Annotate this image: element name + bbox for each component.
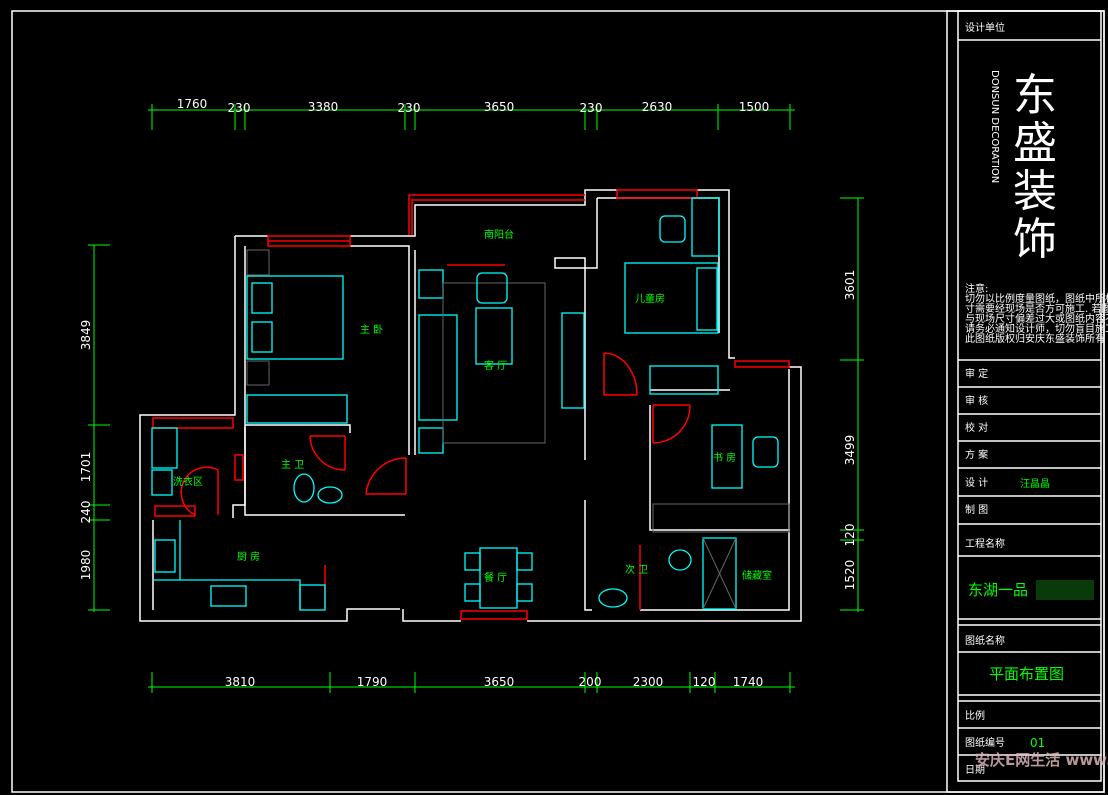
dim-top: 230 [228,101,251,115]
dim-bottom: 2300 [633,675,664,689]
row-label: 审 核 [965,394,988,407]
dim-top: 2630 [642,100,673,114]
room-label-master-bedroom: 主 卧 [360,323,383,336]
title-block: 设计单位 东盛装饰 DONSUN DECORATION 注意: 切勿以比例度量图… [958,21,1108,776]
armchair [476,272,508,304]
drawing-name: 平面布置图 [989,665,1064,683]
dim-top: 3380 [308,100,339,114]
note-line: 此图纸版权归安庆东盛装饰所有 [965,332,1105,345]
stove [210,585,247,607]
sofa [418,314,458,421]
drawing-number: 01 [1030,736,1045,750]
room-label-kids-room: 儿童房 [635,292,665,305]
storage-shelf [702,537,737,610]
room-labels: 南阳台 儿童房 主 卧 客 厅 主 卫 洗衣区 厨 房 餐 厅 书 房 次 卫 … [173,228,772,584]
room-label-master-bath: 主 卫 [281,459,304,471]
fridge [299,584,326,611]
rug [442,282,546,444]
row-label: 设 计 [965,476,988,489]
note-line: 请务必通知设计师，切勿盲目施工. [965,322,1108,335]
dim-right: 3601 [843,270,857,301]
logo: 东盛装饰 [1013,70,1057,265]
room-label-living-room: 客 厅 [484,359,507,372]
date-label: 日期 [965,764,985,776]
logo-english: DONSUN DECORATION [989,70,1000,183]
drawing-label: 图纸名称 [965,634,1005,647]
coffee-table [475,307,513,365]
scale-label: 比例 [965,709,985,722]
tv-cabinet [561,312,585,409]
wardrobe [246,394,348,424]
project-label: 工程名称 [965,537,1005,550]
dim-top: 1500 [739,100,770,114]
dim-left: 1701 [79,452,93,483]
dim-right: 120 [843,524,857,547]
dim-top: 3650 [484,100,515,114]
furniture [151,197,790,611]
row-label: 校 对 [965,421,988,434]
kitchen-sink [154,539,176,573]
dimensions: 1760 230 3380 230 3650 230 2630 1500 381… [79,97,864,693]
row-label: 制 图 [965,503,988,516]
note-line: 寸需要经现场是否方可施工. 若图纸 [965,302,1108,315]
note-line: 切勿以比例度量图纸，图纸中所标尺 [965,292,1108,305]
room-label-storage: 储藏室 [742,569,772,582]
desk [711,424,743,489]
dim-bottom: 1740 [733,675,764,689]
notes-title: 注意: [965,282,988,295]
room-label-laundry: 洗衣区 [173,475,203,488]
room-label-study: 书 房 [713,451,736,464]
dim-bottom: 1790 [357,675,388,689]
double-bed [246,275,344,360]
design-unit-label: 设计单位 [965,21,1005,34]
row-label: 审 定 [965,367,988,380]
dim-top: 230 [580,101,603,115]
note-line: 与现场尺寸偏差过大或图纸内容不详 [965,312,1108,325]
doors [180,352,691,610]
room-label-south-balcony: 南阳台 [484,228,514,241]
dining-table [479,547,518,609]
dim-right: 1520 [843,560,857,591]
dim-top: 230 [398,101,421,115]
dim-top: 1760 [177,97,208,111]
dim-bottom: 3810 [225,675,256,689]
room-label-kitchen: 厨 房 [237,550,260,563]
dim-left: 3849 [79,320,93,351]
room-label-dining: 餐 厅 [484,571,507,584]
row-label: 方 案 [965,448,988,461]
dim-left: 1980 [79,550,93,581]
number-label: 图纸编号 [965,736,1005,749]
dim-bottom: 200 [579,675,602,689]
outer-frame [11,10,1105,793]
room-label-second-bath: 次 卫 [625,563,648,576]
windows [152,189,790,620]
dim-bottom: 3650 [484,675,515,689]
project-name: 东湖一品 [968,581,1028,599]
dim-right: 3499 [843,435,857,466]
dim-left: 240 [79,501,93,524]
dim-bottom: 120 [693,675,716,689]
toilet [293,473,315,503]
watermark: 安庆E网生活 www.aqlife.com [975,751,1108,769]
designer-name: 汪晶晶 [1020,478,1050,490]
single-bed [624,262,719,334]
